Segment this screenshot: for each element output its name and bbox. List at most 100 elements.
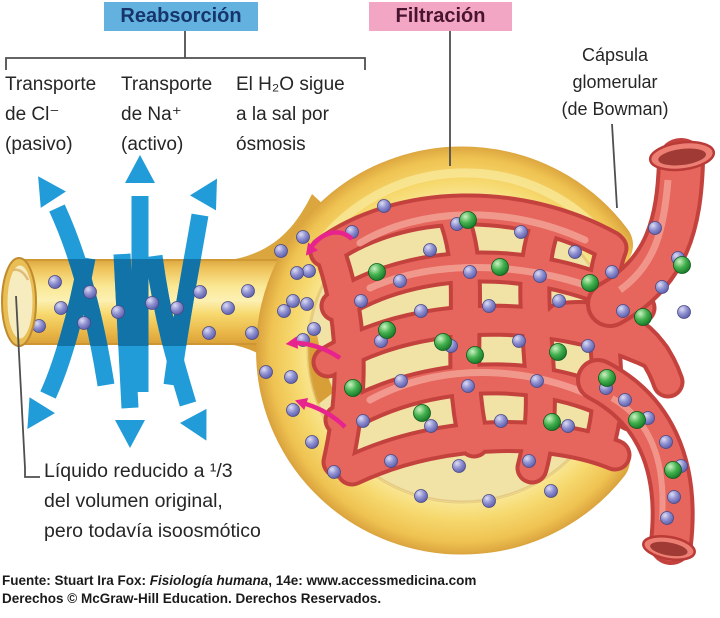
dots-purple-dot <box>48 275 62 289</box>
dots-purple-dot <box>552 294 566 308</box>
dots-purple-dot <box>618 393 632 407</box>
dots-purple-dot <box>290 266 304 280</box>
dots-purple-dot <box>533 269 547 283</box>
dots-purple-dot <box>111 305 125 319</box>
dots-purple-dot <box>377 199 391 213</box>
dots-purple-dot <box>482 494 496 508</box>
dots-purple-dot <box>482 299 496 313</box>
dots-purple-dot <box>605 265 619 279</box>
dots-purple-dot <box>522 454 536 468</box>
dots-purple-dot <box>424 419 438 433</box>
dots-green-dot <box>466 346 484 364</box>
dots-purple-dot <box>259 365 273 379</box>
filtracion-title: Filtración <box>369 2 512 31</box>
dots-purple-dot <box>423 243 437 257</box>
source-line1: Fuente: Stuart Ira Fox: Fisiología human… <box>2 573 477 588</box>
dots-purple-dot <box>568 245 582 259</box>
dots-green-dot <box>344 379 362 397</box>
osmosis-label: El H₂O sigue a la sal por ósmosis <box>236 74 345 155</box>
dots-green-dot <box>459 211 477 229</box>
dots-green-dot <box>634 308 652 326</box>
dots-purple-dot <box>302 264 316 278</box>
solute-particles-purple <box>11 199 691 525</box>
dots-purple-dot <box>660 511 674 525</box>
dots-purple-dot <box>677 305 691 319</box>
dots-green-dot <box>549 343 567 361</box>
pointer-lines <box>5 31 618 478</box>
dots-purple-dot <box>655 280 669 294</box>
reabsorcion-title-text: Reabsorción <box>120 5 242 27</box>
dots-purple-dot <box>514 225 528 239</box>
afferent-vessel <box>586 138 716 328</box>
dots-purple-dot <box>530 374 544 388</box>
dots-purple-dot <box>277 304 291 318</box>
dots-purple-dot <box>544 484 558 498</box>
dots-purple-dot <box>305 435 319 449</box>
filtracion-title-text: Filtración <box>395 5 486 27</box>
dots-green-dot <box>491 258 509 276</box>
dots-purple-dot <box>394 374 408 388</box>
dots-purple-dot <box>83 285 97 299</box>
source-attribution: Fuente: Stuart Ira Fox: Fisiología human… <box>2 572 718 608</box>
dots-purple-dot <box>616 304 630 318</box>
dots-green-dot <box>664 461 682 479</box>
tubule-opening <box>1 257 37 347</box>
transport-na-label: Transporte de Na⁺ (activo) <box>121 74 213 155</box>
dots-green-dot <box>581 274 599 292</box>
dots-green-dot <box>628 411 646 429</box>
dots-purple-dot <box>463 265 477 279</box>
protein-particles-green <box>344 211 691 479</box>
dots-green-dot <box>598 369 616 387</box>
annotation-pointer <box>15 295 40 478</box>
capsula-glomerular-label: Cápsula glomerular (de Bowman) <box>540 42 690 123</box>
dots-purple-dot <box>494 414 508 428</box>
dots-purple-dot <box>561 419 575 433</box>
dots-purple-dot <box>512 334 526 348</box>
capsula-pointer <box>611 123 618 209</box>
efferent-vessel-opening <box>642 535 696 561</box>
dots-purple-dot <box>452 459 466 473</box>
volume-annotation: Líquido reducido a ¹/3 del volumen origi… <box>44 460 261 542</box>
dots-purple-dot <box>327 465 341 479</box>
dots-green-dot <box>543 413 561 431</box>
dots-purple-dot <box>384 454 398 468</box>
dots-purple-dot <box>77 316 91 330</box>
dots-purple-dot <box>300 297 314 311</box>
dots-purple-dot <box>581 339 595 353</box>
dots-purple-dot <box>221 301 235 315</box>
afferent-vessel-opening <box>648 140 716 172</box>
dots-purple-dot <box>193 285 207 299</box>
dots-purple-dot <box>202 326 216 340</box>
dots-purple-dot <box>245 326 259 340</box>
dots-green-dot <box>673 256 691 274</box>
reabsorcion-title: Reabsorción <box>104 2 258 31</box>
dots-purple-dot <box>170 301 184 315</box>
dots-purple-dot <box>284 370 298 384</box>
dots-purple-dot <box>659 435 673 449</box>
dots-green-dot <box>413 404 431 422</box>
transport-cl-label: Transporte de Cl⁻ (pasivo) <box>5 74 97 155</box>
dots-purple-dot <box>307 322 321 336</box>
dots-purple-dot <box>354 294 368 308</box>
capsula-line1: Cápsula <box>581 45 649 65</box>
dots-purple-dot <box>393 274 407 288</box>
dots-purple-dot <box>461 379 475 393</box>
reabsorcion-bracket <box>5 31 366 70</box>
dots-purple-dot <box>241 284 255 298</box>
capsula-line3: (de Bowman) <box>561 99 669 119</box>
dots-purple-dot <box>296 230 310 244</box>
dots-purple-dot <box>274 244 288 258</box>
dots-green-dot <box>368 263 386 281</box>
dots-green-dot <box>434 333 452 351</box>
dots-purple-dot <box>286 403 300 417</box>
dots-purple-dot <box>667 490 681 504</box>
dots-purple-dot <box>648 221 662 235</box>
dots-purple-dot <box>145 296 159 310</box>
source-line2: Derechos © McGraw-Hill Education. Derech… <box>2 591 382 606</box>
dots-purple-dot <box>414 489 428 503</box>
capsula-line2: glomerular <box>572 72 658 92</box>
filtration-arrows <box>284 230 354 429</box>
dots-purple-dot <box>286 294 300 308</box>
